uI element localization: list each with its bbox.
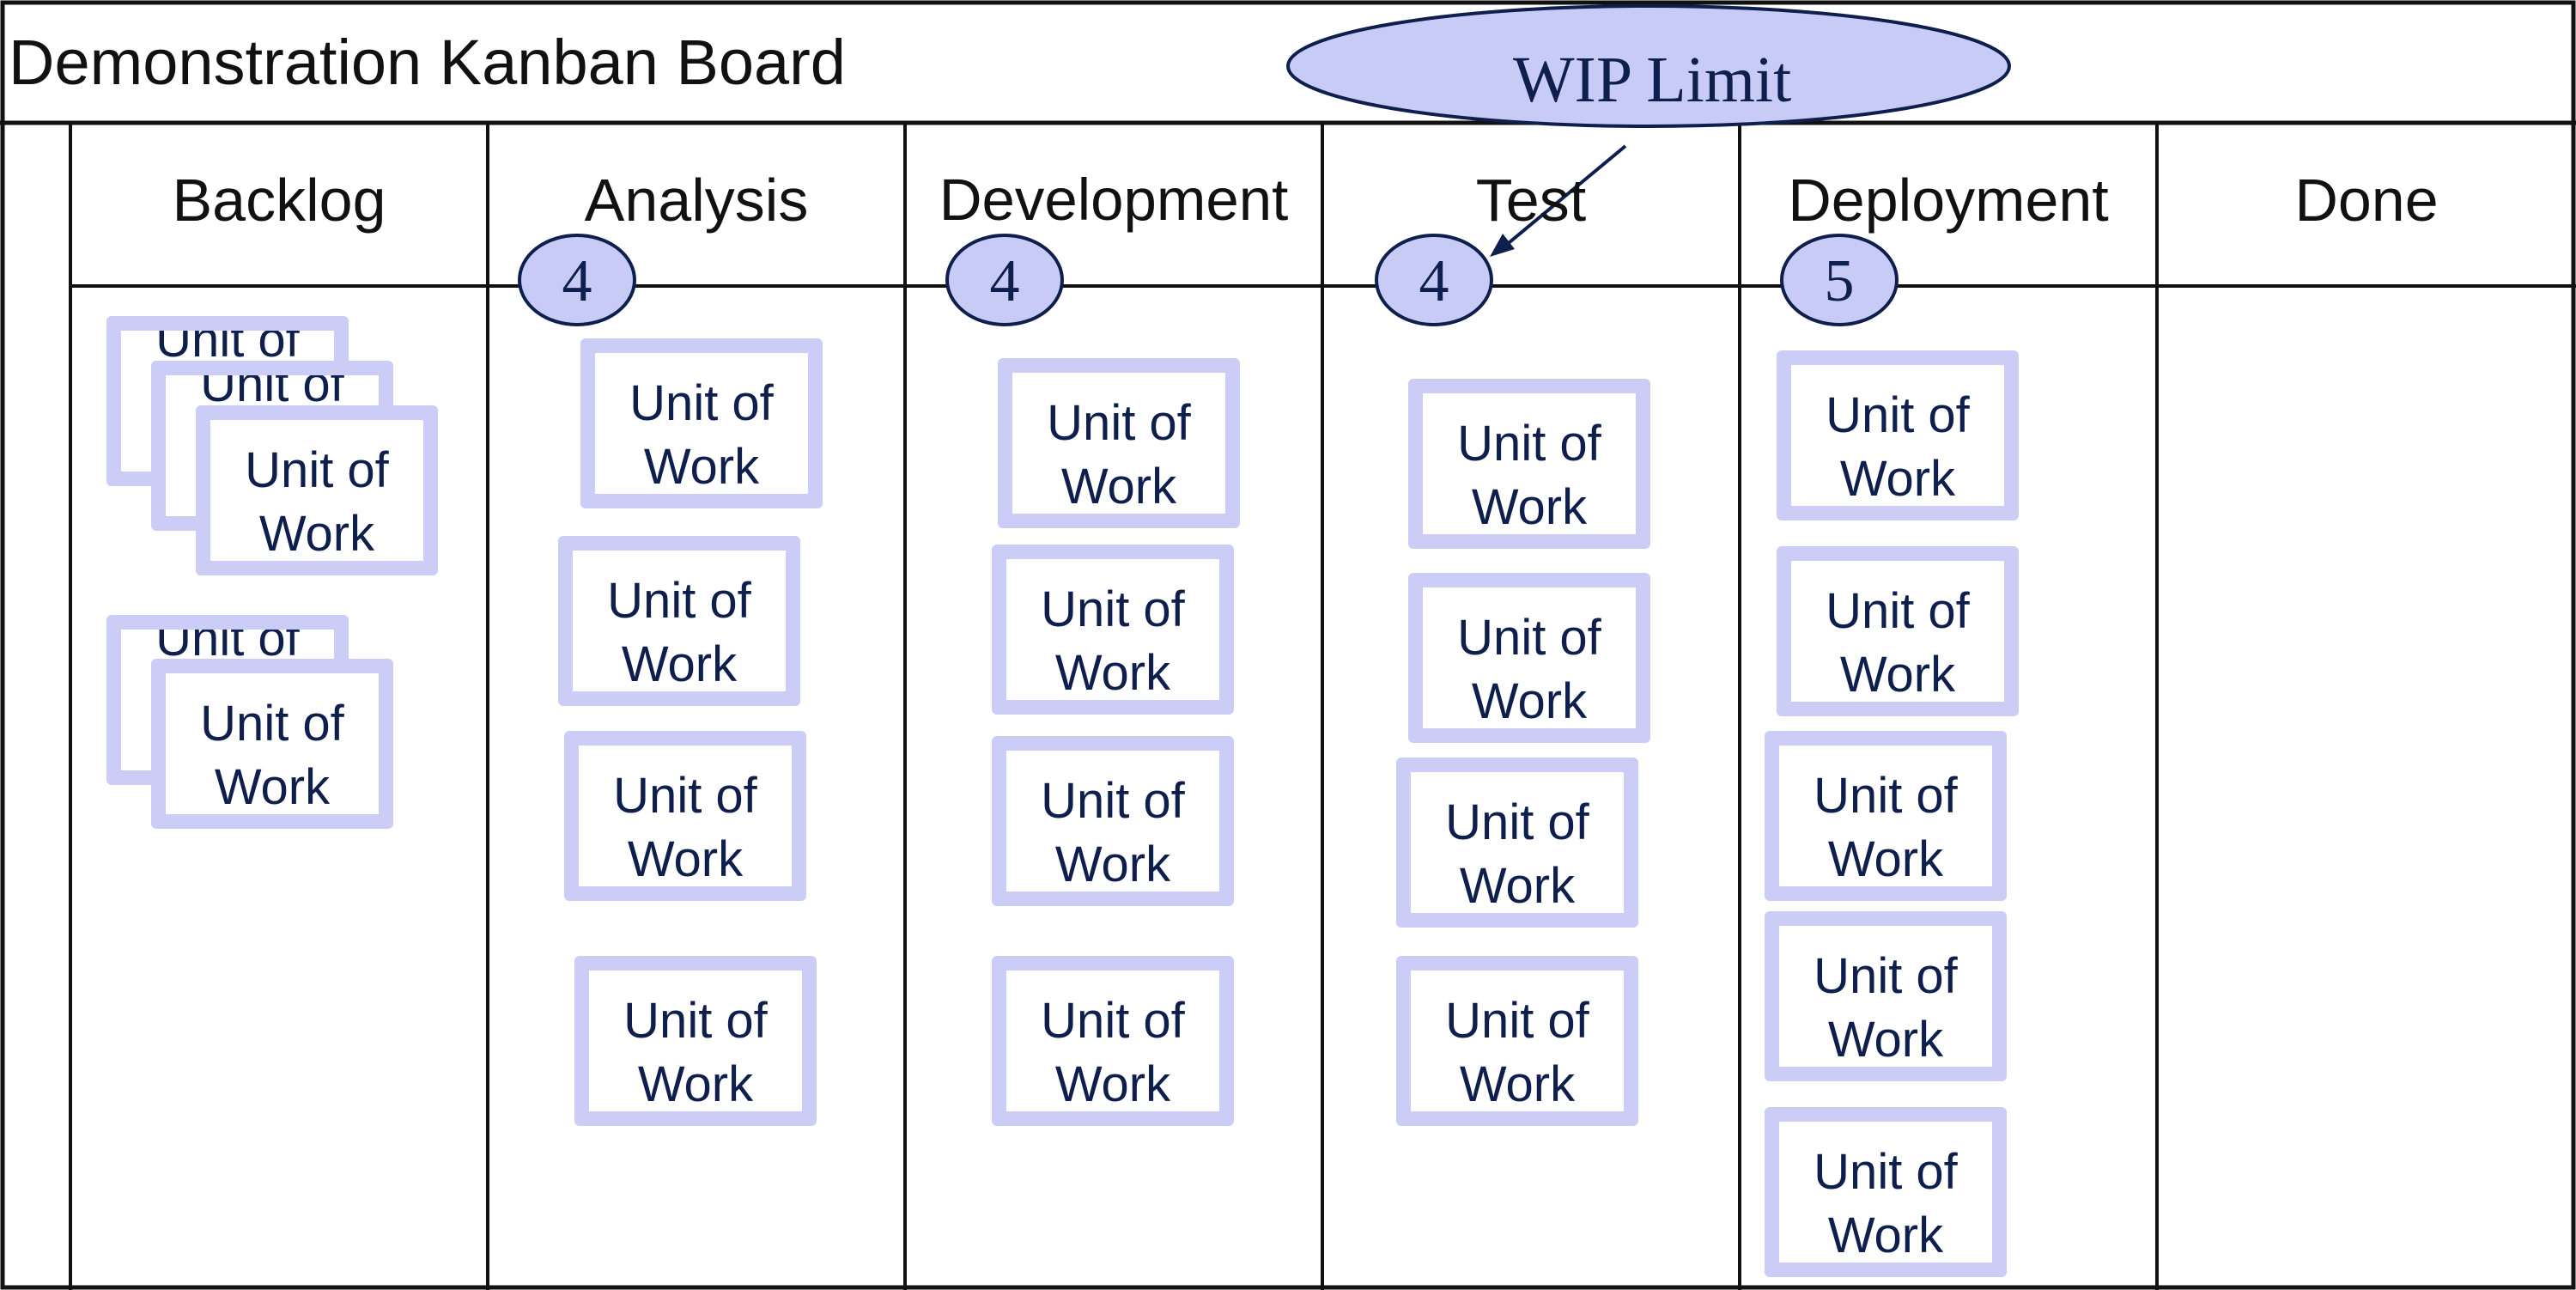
wip-badge-deployment-value: 5 <box>1825 248 1855 314</box>
column-header-backlog: Backlog <box>172 167 386 234</box>
wip-badge-deployment <box>1780 234 1899 326</box>
column-header-analysis: Analysis <box>584 167 809 234</box>
work-card[interactable]: Unit of Work <box>1396 758 1638 928</box>
work-card[interactable]: Unit of Work <box>1408 573 1650 743</box>
work-card[interactable]: Unit of Work <box>1408 379 1650 549</box>
column-header-done: Done <box>2294 167 2439 234</box>
work-card[interactable]: Unit of Work <box>196 405 438 575</box>
work-card[interactable]: Unit of Work <box>564 731 806 901</box>
work-card[interactable]: Unit of Work <box>992 736 1234 906</box>
board-title: Demonstration Kanban Board <box>9 27 846 98</box>
work-card[interactable]: Unit of Work <box>1777 546 2019 716</box>
work-card[interactable]: Unit of Work <box>580 338 823 508</box>
column-header-test: Test <box>1475 167 1587 234</box>
wip-limit-callout-label: WIP Limit <box>1513 44 1791 116</box>
column-header-development: Development <box>939 167 1289 233</box>
wip-badge-analysis-value: 4 <box>562 248 592 314</box>
work-card[interactable]: Unit of Work <box>992 956 1234 1126</box>
wip-badge-test-value: 4 <box>1419 248 1449 314</box>
work-card[interactable]: Unit of Work <box>1765 1107 2007 1277</box>
wip-badge-test <box>1375 234 1493 326</box>
wip-arrow-head <box>1490 234 1515 257</box>
wip-limit-callout <box>1286 4 2011 128</box>
column-header-deployment: Deployment <box>1788 167 2109 234</box>
work-card[interactable]: Unit of Work <box>1396 956 1638 1126</box>
work-card[interactable]: Unit of Work <box>1765 731 2007 901</box>
work-card[interactable]: Unit of Work <box>992 545 1234 715</box>
work-card[interactable]: Unit of Work <box>574 956 817 1126</box>
work-card[interactable]: Unit of Work <box>1777 350 2019 520</box>
wip-arrow-line <box>1503 144 1627 248</box>
work-card[interactable]: Unit of Work <box>998 358 1240 528</box>
work-card[interactable]: Unit of Work <box>1765 911 2007 1081</box>
work-card[interactable]: Unit of Work <box>151 659 393 829</box>
work-card[interactable]: Unit of Work <box>558 536 800 706</box>
wip-badge-development-value: 4 <box>990 248 1020 314</box>
wip-badge-analysis <box>518 234 636 326</box>
wip-badge-development <box>945 234 1064 326</box>
